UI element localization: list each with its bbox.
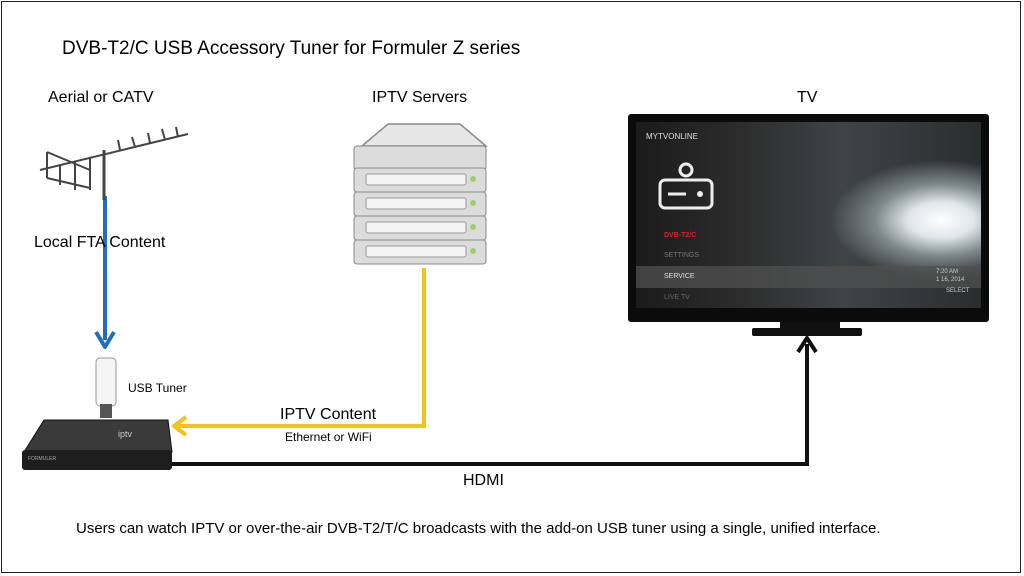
tv-stand-neck — [780, 322, 840, 330]
ethernet-wifi-label: Ethernet or WiFi — [285, 430, 372, 444]
iptv-content-label: IPTV Content — [280, 406, 377, 423]
server-rack-icon — [353, 123, 489, 265]
hdmi-label: HDMI — [463, 472, 504, 489]
hdmi-link-arrowhead — [796, 336, 818, 354]
usb-tuner-label: USB Tuner — [128, 381, 187, 395]
tv-app-name: MYTVONLINE — [646, 132, 699, 141]
footer-note: Users can watch IPTV or over-the-air DVB… — [76, 520, 881, 537]
box-brand-text: iptv — [118, 429, 133, 439]
tv-menu-item-dvb: DVB-T2/C — [664, 232, 697, 239]
box-maker-text: FORMULER — [28, 456, 56, 462]
usb-tuner-icon — [95, 357, 117, 418]
aerial-label: Aerial or CATV — [48, 89, 154, 106]
local-fta-label: Local FTA Content — [34, 234, 166, 251]
set-top-box-icon: iptv FORMULER — [22, 419, 173, 470]
diagram-title: DVB-T2/C USB Accessory Tuner for Formule… — [62, 38, 521, 59]
tv-set: MYTVONLINE DVB-T2/C SETTINGS SERVICE 7:2… — [628, 114, 989, 322]
iptv-link-line — [178, 268, 426, 428]
iptv-link-arrowhead — [172, 415, 188, 437]
tv-menu-item-settings: SETTINGS — [664, 252, 700, 259]
aerial-link-arrowhead — [94, 330, 116, 349]
tv-menu-item-service: SERVICE 7:20 AM 1 16, 2014 — [636, 266, 981, 288]
tv-stand-base — [752, 328, 862, 336]
tv-screen: MYTVONLINE DVB-T2/C SETTINGS SERVICE 7:2… — [636, 122, 981, 308]
antenna-icon — [39, 126, 189, 200]
iptv-servers-label: IPTV Servers — [372, 89, 468, 106]
tv-menu-item-live: LIVE TV SELECT — [664, 288, 970, 301]
tv-label: TV — [797, 89, 818, 106]
hdmi-link-line — [172, 344, 809, 466]
tuner-menu-icon — [658, 162, 714, 210]
